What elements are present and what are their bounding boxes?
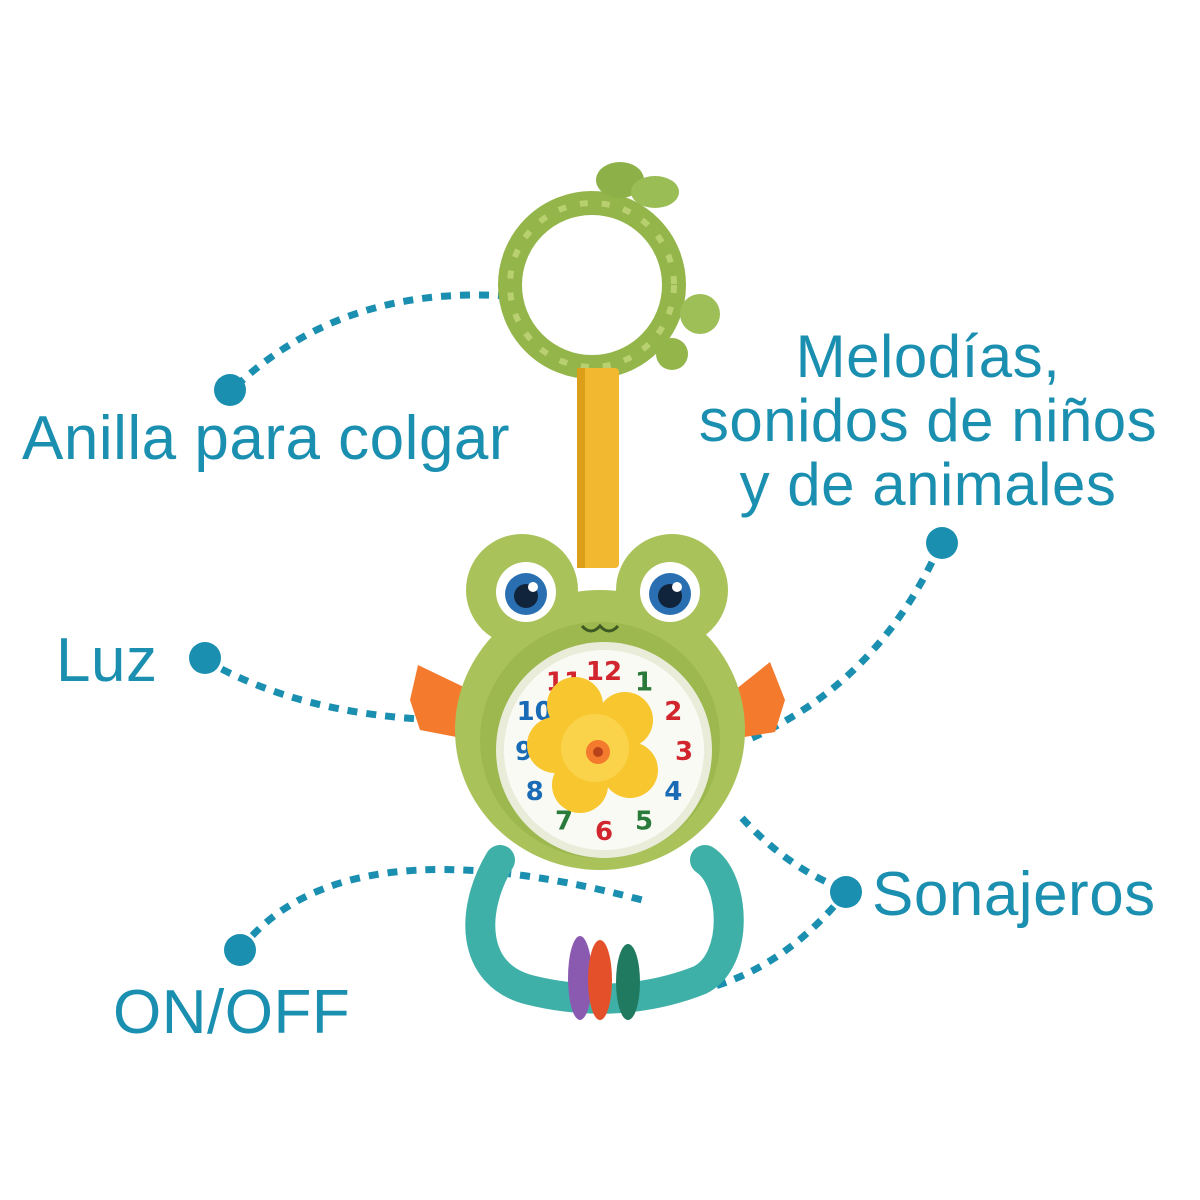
leader-line-rattles-top <box>739 815 848 894</box>
leader-dot-sounds <box>926 527 958 559</box>
clock-number: 8 <box>526 777 544 807</box>
label-melodies-line-2: sonidos de niños <box>698 387 1158 454</box>
clock-number: 7 <box>555 806 573 836</box>
label-on-off: ON/OFF <box>113 978 351 1047</box>
clock-number: 2 <box>664 697 682 727</box>
flower-button <box>527 677 658 813</box>
leader-line-ring <box>229 291 509 393</box>
bead-icon <box>680 294 720 334</box>
label-melodies-sounds: Melodías, sonidos de niños y de animales <box>668 325 1188 517</box>
leader-dot-light <box>189 642 221 674</box>
leader-dot-ring <box>214 374 246 406</box>
clock-number: 5 <box>635 806 653 836</box>
clock-number: 1 <box>635 668 653 698</box>
clock-number: 3 <box>675 737 693 767</box>
label-hanging-ring: Anilla para colgar <box>22 404 511 473</box>
frog-eyes <box>496 562 700 633</box>
clock-number: 6 <box>595 817 613 847</box>
teether-ring <box>465 845 744 1014</box>
rattle-discs <box>568 936 640 1020</box>
clock-number: 12 <box>586 657 622 687</box>
clock-numbers: 121234567891011 <box>515 657 693 847</box>
label-light: Luz <box>56 626 158 695</box>
leader-line-light <box>203 656 441 724</box>
label-rattles: Sonajeros <box>872 860 1156 929</box>
label-melodies-line-3: y de animales <box>739 451 1117 518</box>
clock-number: 4 <box>664 777 682 807</box>
leader-dot-power <box>224 934 256 966</box>
leader-dot-rattles <box>830 876 862 908</box>
leader-dots <box>189 374 958 966</box>
leader-line-sounds <box>750 543 944 742</box>
label-melodies-line-1: Melodías, <box>795 323 1061 390</box>
leader-line-power <box>237 866 643 953</box>
hanging-ring <box>498 162 720 379</box>
yellow-strap <box>577 368 619 568</box>
